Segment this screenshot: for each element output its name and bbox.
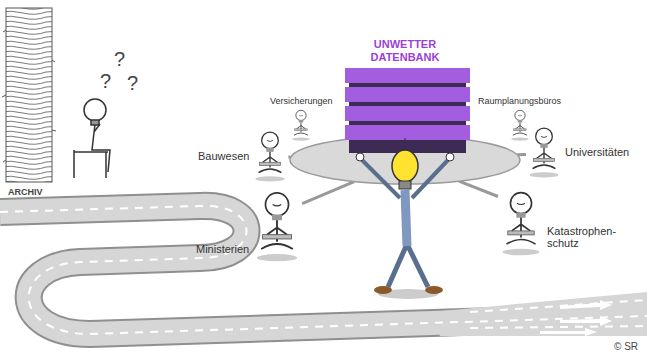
- bulb-base: [299, 120, 303, 123]
- stakeholder-node: Ministerien: [196, 190, 302, 262]
- stakeholder-node: Katastrophen- schutz: [498, 190, 633, 256]
- laptop: [263, 235, 292, 239]
- stakeholder-label: Katastrophen- schutz: [547, 225, 633, 256]
- database-slab: [345, 87, 470, 102]
- legs: [533, 165, 556, 169]
- bulb-base: [267, 148, 274, 152]
- archive-edge: [2, 30, 56, 162]
- database-base: [349, 141, 466, 153]
- face: [517, 203, 525, 204]
- laptop: [534, 158, 555, 161]
- question-mark: ?: [100, 70, 111, 92]
- bulb-head: [536, 128, 553, 145]
- bulb-head: [392, 150, 418, 182]
- legs: [259, 169, 282, 173]
- face: [273, 204, 282, 205]
- head: [84, 99, 106, 121]
- face: [541, 136, 547, 137]
- lane-arrow: [560, 316, 612, 326]
- arms: [362, 160, 448, 198]
- road-marking: [470, 300, 647, 312]
- light-rays: [378, 138, 432, 150]
- shadow: [529, 172, 558, 177]
- legs: [388, 244, 428, 287]
- question-mark: ?: [127, 72, 138, 94]
- bulb-base: [272, 214, 282, 220]
- shadow: [511, 138, 529, 141]
- bulb-head: [514, 111, 524, 121]
- stakeholder-node: Bauwesen: [198, 130, 288, 182]
- person-figure: [289, 109, 313, 141]
- bulb-base: [517, 120, 521, 123]
- bulb-head: [296, 111, 306, 121]
- bulb-head: [266, 193, 289, 216]
- shadow: [257, 254, 297, 261]
- person-figure: [252, 130, 288, 182]
- person-figure: [498, 190, 544, 256]
- shadow: [292, 138, 310, 141]
- shadow: [256, 176, 285, 181]
- confused-figure: [74, 99, 110, 178]
- bulb-base: [516, 212, 525, 217]
- stakeholder-label: Raumplanungsbüros: [478, 96, 561, 106]
- lane-arrow: [540, 328, 597, 336]
- laptop: [508, 231, 534, 235]
- archive-label: ARCHIV: [8, 188, 43, 198]
- chair: [74, 150, 108, 178]
- stakeholder-label: Universitäten: [565, 146, 629, 159]
- bulb-base: [540, 144, 547, 148]
- shoe: [374, 286, 392, 294]
- bulb-base: [91, 120, 99, 125]
- laptop: [260, 162, 281, 165]
- stakeholder-node: Universitäten: [526, 126, 629, 178]
- laptop: [295, 129, 308, 131]
- laptop: [513, 129, 526, 131]
- database-slab: [345, 68, 470, 83]
- shadow: [503, 249, 540, 256]
- archive-stack: [6, 8, 52, 182]
- shadow: [378, 289, 438, 299]
- lane-arrow: [560, 300, 612, 310]
- person-figure: [526, 126, 562, 178]
- torso: [405, 190, 407, 246]
- stakeholder-node: Versicherungen: [270, 96, 333, 141]
- legs: [261, 244, 293, 249]
- road-band: [430, 292, 647, 336]
- database-slab: [345, 125, 470, 140]
- copyright-note: © SR: [614, 341, 638, 352]
- face: [518, 115, 522, 117]
- road-marking: [470, 326, 647, 328]
- database-slab: [345, 106, 470, 121]
- hand: [446, 153, 454, 161]
- shoe: [425, 286, 443, 294]
- connector-line: [302, 182, 354, 204]
- legs: [294, 133, 308, 135]
- person-figure: [252, 190, 302, 262]
- bulb-head: [510, 193, 531, 214]
- stakeholder-label: Versicherungen: [270, 96, 333, 106]
- platform: [290, 136, 520, 184]
- legs: [512, 133, 526, 135]
- stakeholder-label: Bauwesen: [198, 150, 249, 163]
- stakeholder-label: Ministerien: [196, 243, 249, 262]
- database-title: UNWETTER DATENBANK: [357, 38, 453, 63]
- bulb-base: [399, 181, 411, 189]
- person-figure: [508, 109, 532, 141]
- body: [92, 124, 110, 172]
- face: [299, 115, 303, 117]
- road-marking: [0, 206, 647, 334]
- database-node: UNWETTER DATENBANK: [288, 38, 522, 188]
- face: [267, 140, 273, 141]
- database-gap: [349, 140, 466, 145]
- hand: [356, 153, 364, 161]
- bulb-head: [262, 132, 279, 149]
- connector-line: [459, 181, 498, 196]
- question-mark: ?: [114, 48, 125, 70]
- legs: [506, 240, 535, 245]
